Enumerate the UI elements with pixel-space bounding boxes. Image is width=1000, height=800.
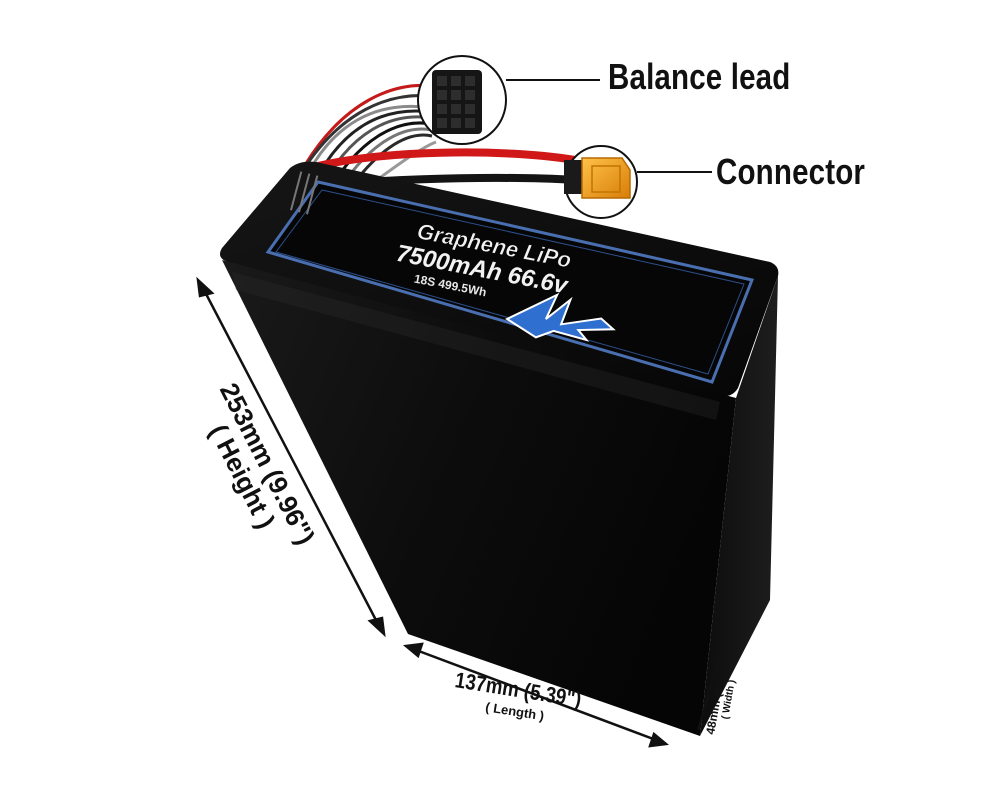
connector-plug bbox=[564, 145, 712, 219]
balance-lead-label: Balance lead bbox=[608, 56, 791, 97]
height-dimension-arrow bbox=[196, 276, 386, 638]
balance-lead-plug bbox=[417, 55, 600, 145]
battery-label: Graphene LiPo 7500mAh 66.6v 18S 499.5Wh bbox=[265, 171, 755, 384]
width-dimension-arrow bbox=[697, 653, 721, 731]
maxamps-logo-icon bbox=[505, 292, 616, 342]
connector-label: Connector bbox=[716, 151, 866, 192]
length-dimension-arrow bbox=[402, 642, 670, 748]
warning-text-block bbox=[290, 171, 319, 215]
